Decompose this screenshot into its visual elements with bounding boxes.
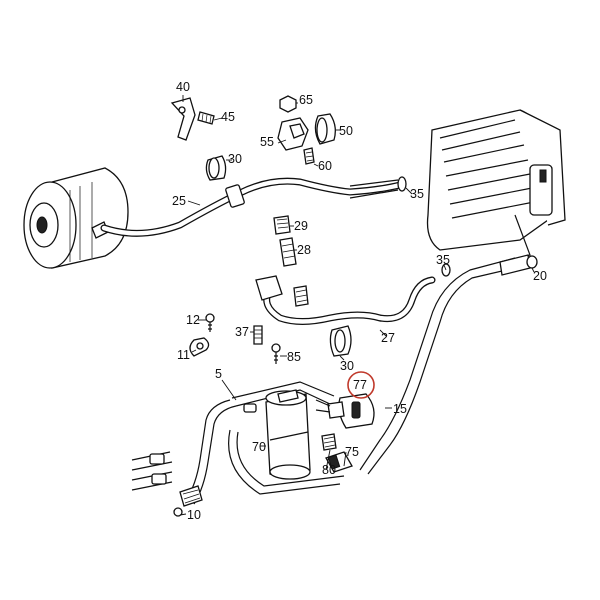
callout-37: 37: [235, 325, 249, 339]
switch-80: [321, 433, 337, 451]
screw-12: [205, 313, 215, 332]
callout-35-upper: 35: [410, 187, 424, 201]
callout-80: 80: [322, 463, 336, 477]
fitting-28-29: [273, 215, 297, 267]
callout-60: 60: [318, 159, 332, 173]
screw-37: [253, 325, 263, 345]
clip-11: [189, 337, 210, 357]
callout-35-lower: 35: [436, 253, 450, 267]
callout-10: 10: [187, 508, 201, 522]
callout-77: 77: [353, 378, 367, 392]
grommet-30-lower: [329, 325, 352, 357]
callout-50: 50: [339, 124, 353, 138]
grommet-30-upper: [205, 155, 227, 181]
line-5: [173, 381, 345, 517]
pressure-switch-77: [315, 393, 375, 429]
hose-27: [255, 275, 436, 325]
callout-75: 75: [345, 445, 359, 459]
callout-70: 70: [252, 440, 266, 454]
bulkhead-fittings: [131, 451, 173, 491]
receiver-drier-70: [243, 389, 311, 480]
callout-27: 27: [381, 331, 395, 345]
callout-65: 65: [299, 93, 313, 107]
compressor: [23, 167, 129, 269]
callout-15: 15: [393, 402, 407, 416]
callout-25: 25: [172, 194, 186, 208]
callout-20: 20: [533, 269, 547, 283]
clamp-group-55: [277, 95, 336, 165]
callout-40: 40: [176, 80, 190, 94]
callout-85: 85: [287, 350, 301, 364]
callout-45: 45: [221, 110, 235, 124]
callout-11: 11: [177, 348, 190, 362]
callout-28: 28: [297, 243, 311, 257]
highlight-ring-77: [347, 371, 375, 399]
condenser: [426, 109, 566, 263]
callout-55: 55: [260, 135, 274, 149]
callout-12: 12: [186, 313, 200, 327]
callout-29: 29: [294, 219, 308, 233]
bracket-40: [170, 97, 215, 141]
callout-labels: 40 45 65 55 50 30 60 25 35 29 28 35 20 1…: [172, 80, 547, 522]
callout-5: 5: [215, 367, 222, 381]
hose-25: [100, 176, 407, 237]
screw-85: [271, 343, 281, 364]
callout-30-upper: 30: [228, 152, 242, 166]
callout-30-lower: 30: [340, 359, 354, 373]
leader-lines: [179, 95, 535, 516]
line-15: [359, 254, 531, 475]
